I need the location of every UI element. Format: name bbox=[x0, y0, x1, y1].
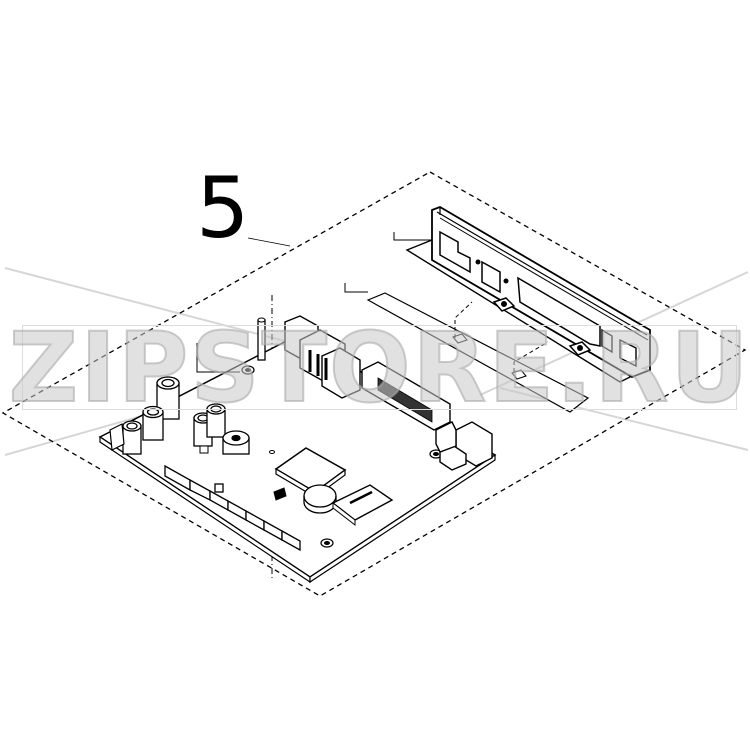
rear-bracket bbox=[405, 206, 651, 383]
main-pcb bbox=[98, 315, 497, 584]
coin-battery bbox=[303, 484, 337, 508]
alignment-line-2 bbox=[513, 341, 549, 372]
callout-leader-line bbox=[247, 237, 291, 247]
sheet-leader-line bbox=[344, 283, 368, 293]
insulator-sheet bbox=[366, 292, 590, 413]
edge-connectors bbox=[164, 464, 301, 552]
standoff-post bbox=[257, 319, 266, 361]
alignment-line-1 bbox=[454, 301, 473, 338]
rear-connectors bbox=[284, 315, 493, 471]
capacitors bbox=[122, 376, 250, 455]
pcb-leader-line bbox=[196, 343, 240, 373]
callout-number: 5 bbox=[196, 159, 250, 257]
bracket-leader-line bbox=[393, 232, 432, 241]
